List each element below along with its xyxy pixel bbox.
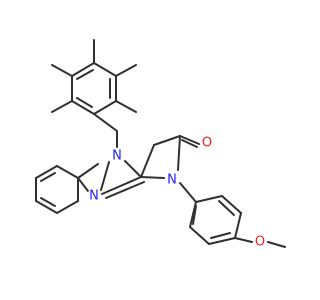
- bond-line-4: [71, 100, 95, 115]
- bond-line-17: [124, 160, 142, 178]
- atom-n-benzimidazole-1: N: [110, 149, 124, 164]
- atom-n3-background: [87, 189, 101, 203]
- bond-line-23: [35, 165, 58, 179]
- bond-line-28: [40, 172, 56, 182]
- bond-line-13: [51, 100, 73, 113]
- bond-line-40: [208, 237, 236, 245]
- bond-line-46: [234, 237, 253, 243]
- bond-line-26: [56, 200, 79, 214]
- bond-line-35: [181, 139, 198, 148]
- bond-line-21: [77, 163, 99, 179]
- atom-o-methoxy: O: [253, 235, 267, 250]
- bond-line-37: [195, 195, 223, 203]
- bond-line-43: [218, 200, 235, 216]
- bond-line-47: [267, 241, 286, 248]
- bond-line-29: [40, 197, 56, 207]
- bond-line-19: [105, 181, 145, 199]
- bond-line-1: [93, 62, 117, 77]
- atom-label-layer: N N N O O: [87, 136, 267, 250]
- bond-line-38: [221, 195, 242, 214]
- bond-line-34: [179, 135, 200, 145]
- bond-layer: [35, 39, 286, 248]
- atom-n1-background: [110, 149, 124, 163]
- bond-line-30: [140, 144, 155, 178]
- bond-line-22: [56, 165, 79, 179]
- bond-line-39: [234, 212, 242, 239]
- atom-n-lactam-background: [165, 173, 179, 187]
- atom-o-carbonyl-label: O: [202, 136, 212, 151]
- bond-line-45: [192, 205, 197, 225]
- atom-n1-label: N: [112, 149, 122, 164]
- bond-line-36: [179, 182, 197, 203]
- bond-line-32: [177, 135, 181, 171]
- bond-line-33: [140, 176, 165, 179]
- atom-n3-label: N: [89, 189, 99, 204]
- bond-line-44: [210, 232, 231, 239]
- atom-o-carbonyl-background: [200, 136, 214, 150]
- bond-line-10: [115, 64, 137, 77]
- atom-n-benzimidazole-3: N: [87, 189, 101, 204]
- bond-line-18: [101, 176, 142, 195]
- molecule-structure: N N N O O: [35, 39, 286, 250]
- bond-line-14: [93, 113, 118, 132]
- bond-line-11: [115, 100, 137, 113]
- bond-line-20: [77, 177, 89, 192]
- bond-line-31: [153, 135, 181, 146]
- atom-n-lactam-label: N: [167, 173, 177, 188]
- bond-line-16: [100, 161, 110, 191]
- bond-line-41: [189, 226, 210, 245]
- bond-line-12: [51, 64, 73, 77]
- bond-line-6: [76, 69, 94, 80]
- bond-line-3: [93, 100, 117, 115]
- bond-line-0: [71, 62, 95, 77]
- atom-o-methoxy-label: O: [255, 235, 265, 250]
- bond-line-25: [35, 200, 58, 214]
- atom-o-methoxy-background: [253, 235, 267, 249]
- atom-n-pyrrolidinone: N: [165, 173, 179, 188]
- bond-line-8: [76, 97, 93, 108]
- atom-o-carbonyl: O: [200, 136, 214, 151]
